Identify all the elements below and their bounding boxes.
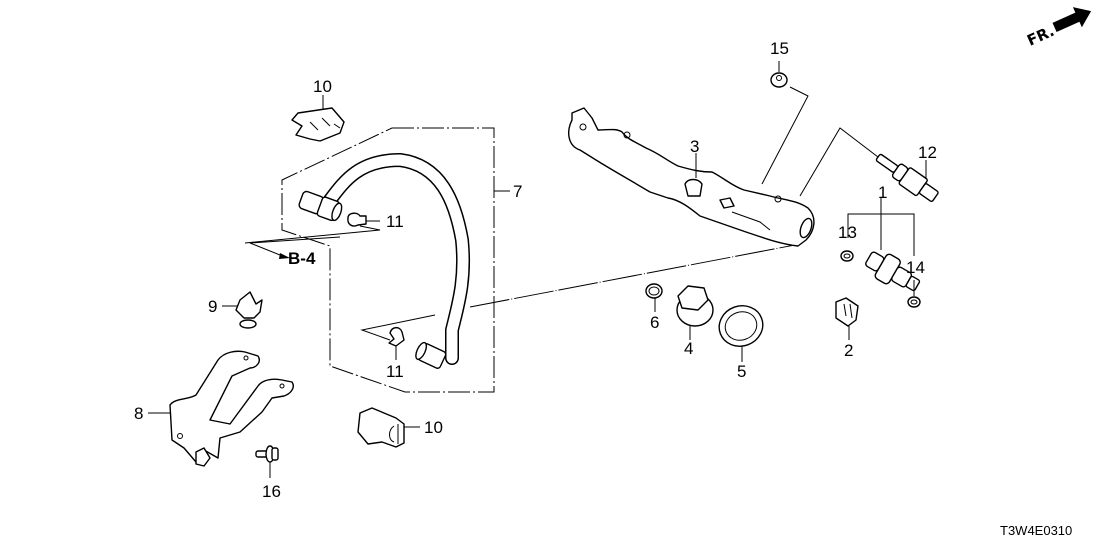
front-direction-indicator: FR. <box>1024 7 1092 50</box>
connection-line-hose-rail <box>469 243 801 308</box>
callout-1[interactable]: 1 <box>878 183 887 202</box>
callout-11-upper[interactable]: 11 <box>386 212 404 231</box>
part-clamp-lower[interactable] <box>360 314 436 360</box>
callout-12[interactable]: 12 <box>918 143 937 162</box>
callout-11-lower[interactable]: 11 <box>386 362 404 381</box>
callout-10-lower[interactable]: 10 <box>424 418 443 437</box>
part-hose-cover-lower[interactable] <box>357 407 420 448</box>
reference-label: B-4 <box>288 249 316 268</box>
part-fuel-feed-hose[interactable] <box>298 152 471 369</box>
part-injector-clip[interactable] <box>835 297 859 340</box>
callout-4[interactable]: 4 <box>684 339 693 358</box>
part-cap[interactable] <box>676 285 714 340</box>
part-fuel-injector[interactable] <box>847 198 924 298</box>
hose-assembly-outline <box>281 127 495 393</box>
part-stud-bolt[interactable] <box>799 127 941 205</box>
part-fuel-rail[interactable] <box>568 107 815 247</box>
callout-5[interactable]: 5 <box>737 362 746 381</box>
callout-15[interactable]: 15 <box>770 39 789 58</box>
callout-16[interactable]: 16 <box>262 482 281 501</box>
callout-7[interactable]: 7 <box>513 182 522 201</box>
callout-2[interactable]: 2 <box>844 341 853 360</box>
callout-14[interactable]: 14 <box>906 258 925 277</box>
callout-13[interactable]: 13 <box>838 223 857 242</box>
callout-8[interactable]: 8 <box>134 404 143 423</box>
callout-3[interactable]: 3 <box>690 137 699 156</box>
part-ring[interactable] <box>713 300 768 362</box>
part-bolt[interactable] <box>255 445 279 478</box>
callout-labels: 1 2 3 4 5 6 7 8 9 10 10 11 11 12 13 14 1… <box>134 39 937 501</box>
callout-10-upper[interactable]: 10 <box>313 77 332 96</box>
callout-6[interactable]: 6 <box>650 313 659 332</box>
reference-b4: B-4 <box>249 236 341 268</box>
callout-9[interactable]: 9 <box>208 297 217 316</box>
diagram-code: T3W4E0310 <box>1000 523 1072 538</box>
part-o-ring-13[interactable] <box>840 250 854 262</box>
part-seal-ring-14[interactable] <box>907 280 921 308</box>
part-clip[interactable] <box>222 291 263 329</box>
part-bracket[interactable] <box>148 350 294 467</box>
front-label: FR. <box>1024 22 1057 50</box>
part-hose-cover-upper[interactable] <box>291 95 345 142</box>
part-clamp-upper[interactable] <box>244 212 381 244</box>
part-nut[interactable] <box>761 61 809 185</box>
front-arrow-icon <box>1052 7 1092 32</box>
part-o-ring-6[interactable] <box>645 283 663 312</box>
